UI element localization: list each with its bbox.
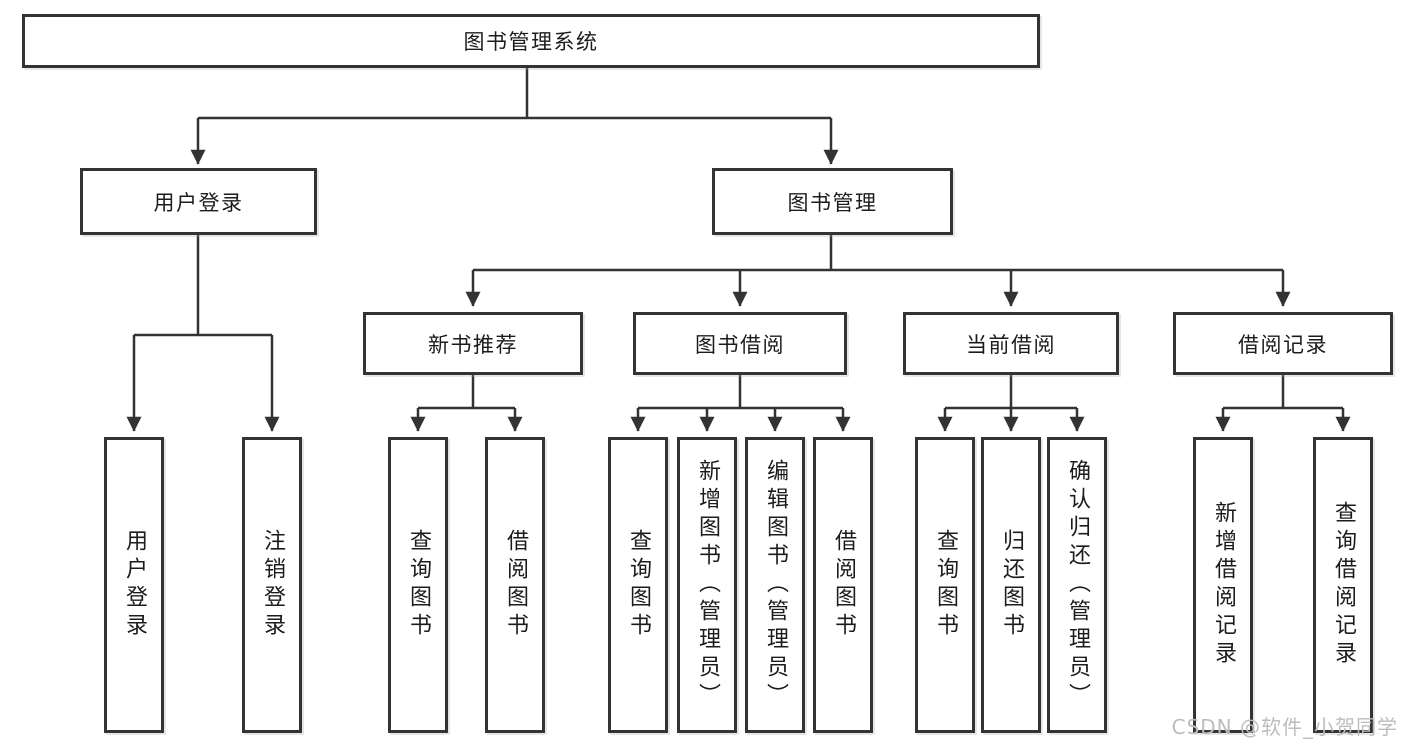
node-nbr-query-book: 查询图书 [388,437,448,733]
node-nbr-borrow-book: 借阅图书 [485,437,545,733]
node-borrow-records-label: 借阅记录 [1238,332,1328,357]
node-user-login: 用户登录 [80,168,317,235]
node-bb-query-book-label: 查询图书 [626,529,651,641]
node-borrow-records: 借阅记录 [1173,312,1393,375]
node-br-query-record: 查询借阅记录 [1313,437,1373,733]
node-cb-return-book: 归还图书 [981,437,1041,733]
node-new-book-recommend-label: 新书推荐 [428,332,518,357]
node-book-borrow-label: 图书借阅 [695,332,785,357]
node-cb-confirm-return: 确认归还（管理员） [1047,437,1107,733]
node-logout-action-label: 注销登录 [260,529,285,641]
node-br-query-record-label: 查询借阅记录 [1331,501,1356,669]
node-nbr-query-book-label: 查询图书 [406,529,431,641]
node-new-book-recommend: 新书推荐 [363,312,583,375]
node-bb-edit-book-label: 编辑图书（管理员） [763,459,788,711]
watermark: CSDN @软件_小贺同学 [1171,715,1398,739]
node-user-login-action: 用户登录 [104,437,164,733]
node-cb-query-book-label: 查询图书 [933,529,958,641]
node-cb-query-book: 查询图书 [915,437,975,733]
node-bb-add-book-label: 新增图书（管理员） [695,459,720,711]
node-br-add-record-label: 新增借阅记录 [1211,501,1236,669]
node-book-borrow: 图书借阅 [633,312,847,375]
node-cb-confirm-return-label: 确认归还（管理员） [1065,459,1090,711]
node-bb-borrow-book: 借阅图书 [813,437,873,733]
node-logout-action: 注销登录 [242,437,302,733]
node-bb-borrow-book-label: 借阅图书 [831,529,856,641]
node-current-borrow-label: 当前借阅 [966,332,1056,357]
node-bb-edit-book: 编辑图书（管理员） [745,437,805,733]
node-root-label: 图书管理系统 [463,30,599,54]
node-current-borrow: 当前借阅 [903,312,1119,375]
node-book-management-label: 图书管理 [787,190,878,215]
node-cb-return-book-label: 归还图书 [999,529,1024,641]
node-bb-add-book: 新增图书（管理员） [677,437,737,733]
node-user-login-label: 用户登录 [153,190,244,215]
node-root: 图书管理系统 [22,14,1040,68]
node-book-management: 图书管理 [712,168,953,235]
node-bb-query-book: 查询图书 [608,437,668,733]
node-user-login-action-label: 用户登录 [122,529,147,641]
node-nbr-borrow-book-label: 借阅图书 [503,529,528,641]
node-br-add-record: 新增借阅记录 [1193,437,1253,733]
